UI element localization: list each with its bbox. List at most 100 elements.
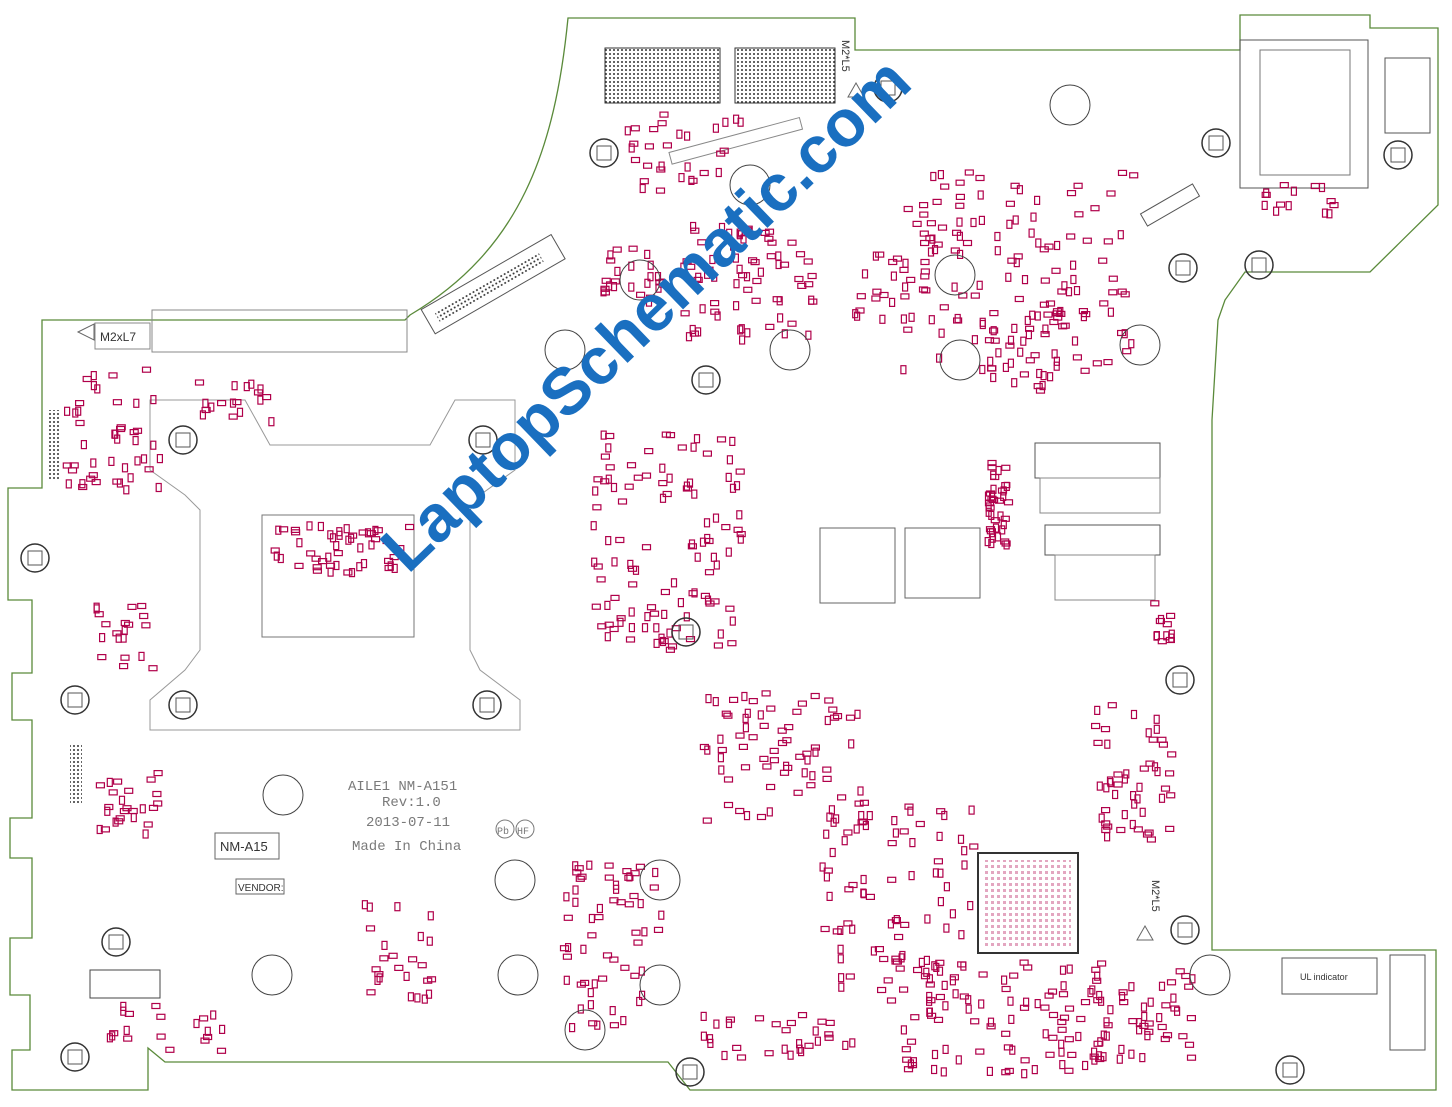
smd-pad <box>819 862 826 872</box>
smd-pad <box>941 980 948 991</box>
smd-pad <box>871 295 881 302</box>
smd-pad <box>318 557 328 565</box>
smd-pad <box>1167 751 1177 758</box>
smd-pad <box>597 975 608 982</box>
standoff-circle <box>1119 324 1161 366</box>
smd-pad <box>795 1039 803 1049</box>
smd-pad <box>609 897 619 904</box>
smd-pad <box>1158 793 1166 803</box>
smd-pad <box>976 280 983 290</box>
smd-pad <box>744 708 751 718</box>
smd-pad <box>653 623 660 633</box>
smd-pad <box>824 1031 834 1038</box>
smd-pad <box>654 272 662 282</box>
smd-pad <box>317 521 324 532</box>
smd-pad <box>120 1001 127 1012</box>
smd-pad <box>97 653 107 661</box>
smd-pad <box>611 557 618 567</box>
smd-pad <box>1017 347 1024 357</box>
smd-pad <box>243 382 250 392</box>
smd-pad <box>155 482 162 493</box>
smd-pad <box>725 472 732 482</box>
smd-pad <box>1099 300 1109 307</box>
smd-pad <box>1128 1017 1138 1025</box>
smd-pad <box>1066 964 1073 974</box>
mounting-hole <box>675 1057 705 1087</box>
smd-pad <box>954 313 961 324</box>
smd-pad <box>845 973 855 980</box>
smd-pad <box>738 743 749 751</box>
smd-pad <box>932 868 940 878</box>
smd-pad <box>604 632 611 642</box>
heatpipe-strip <box>668 116 804 165</box>
smd-pad <box>955 193 966 200</box>
smd-pad <box>1094 971 1101 981</box>
smd-pad <box>630 972 640 979</box>
mounting-hole <box>1165 665 1195 695</box>
smd-pad <box>219 1024 226 1035</box>
smd-pad <box>1168 629 1175 639</box>
smd-pad <box>986 1066 994 1077</box>
smd-pad <box>951 282 958 292</box>
standoff-circle <box>494 859 536 901</box>
smd-pad <box>1019 1004 1030 1011</box>
mounting-hole-pad <box>27 550 43 566</box>
smd-pad <box>63 406 71 416</box>
smd-pad <box>956 217 963 227</box>
smd-pad <box>860 888 867 898</box>
smd-pad <box>936 831 943 842</box>
smd-pad <box>1108 275 1118 282</box>
smd-pad <box>783 764 793 772</box>
standoff-circle <box>251 954 293 996</box>
smd-pad <box>712 123 720 133</box>
smd-pad <box>1321 208 1329 218</box>
smd-pad <box>735 807 745 815</box>
smd-pad <box>794 275 804 283</box>
smd-pad <box>805 330 812 340</box>
smd-pad <box>717 746 727 754</box>
smd-pad <box>936 808 946 815</box>
smd-pad <box>1053 240 1061 251</box>
smd-pad <box>579 979 590 987</box>
standoff-circle <box>729 164 771 206</box>
smd-pad <box>1103 823 1113 830</box>
smd-pad <box>985 504 995 511</box>
smd-pad <box>918 202 929 209</box>
smd-pad <box>1139 1052 1146 1063</box>
smd-pad <box>577 1004 584 1014</box>
smd-pad <box>609 1005 616 1016</box>
smd-pad <box>138 651 145 662</box>
smd-pad <box>1059 965 1067 975</box>
smd-pad <box>165 1046 175 1053</box>
smd-pad <box>638 966 645 976</box>
smd-pad <box>1006 219 1013 229</box>
smd-pad <box>971 335 979 345</box>
smd-pad <box>74 400 85 407</box>
smd-pad <box>95 782 106 789</box>
smd-pad <box>757 710 764 720</box>
smd-pad <box>617 617 624 627</box>
smd-pad <box>988 528 996 538</box>
smd-pad <box>658 480 668 487</box>
smd-pad <box>854 800 864 807</box>
smd-pad <box>987 459 997 467</box>
smd-pad <box>629 892 639 900</box>
smd-pad <box>970 292 980 299</box>
smd-pad <box>990 484 997 494</box>
smd-pad <box>879 314 886 324</box>
smd-pad <box>715 167 722 178</box>
mounting-hole-pad <box>596 145 612 161</box>
smd-pad <box>1118 1044 1125 1055</box>
smd-pad <box>742 227 753 234</box>
smd-pad <box>849 924 856 934</box>
smd-pad <box>93 604 100 614</box>
smd-pad <box>700 1011 707 1022</box>
smd-pad <box>726 228 733 238</box>
smd-pad <box>405 523 415 531</box>
smd-pad <box>926 220 937 227</box>
smd-pad <box>236 407 244 417</box>
smd-pad <box>141 622 151 629</box>
smd-pad <box>127 603 137 611</box>
smd-pad <box>1103 359 1113 366</box>
smd-pad <box>1096 781 1103 791</box>
